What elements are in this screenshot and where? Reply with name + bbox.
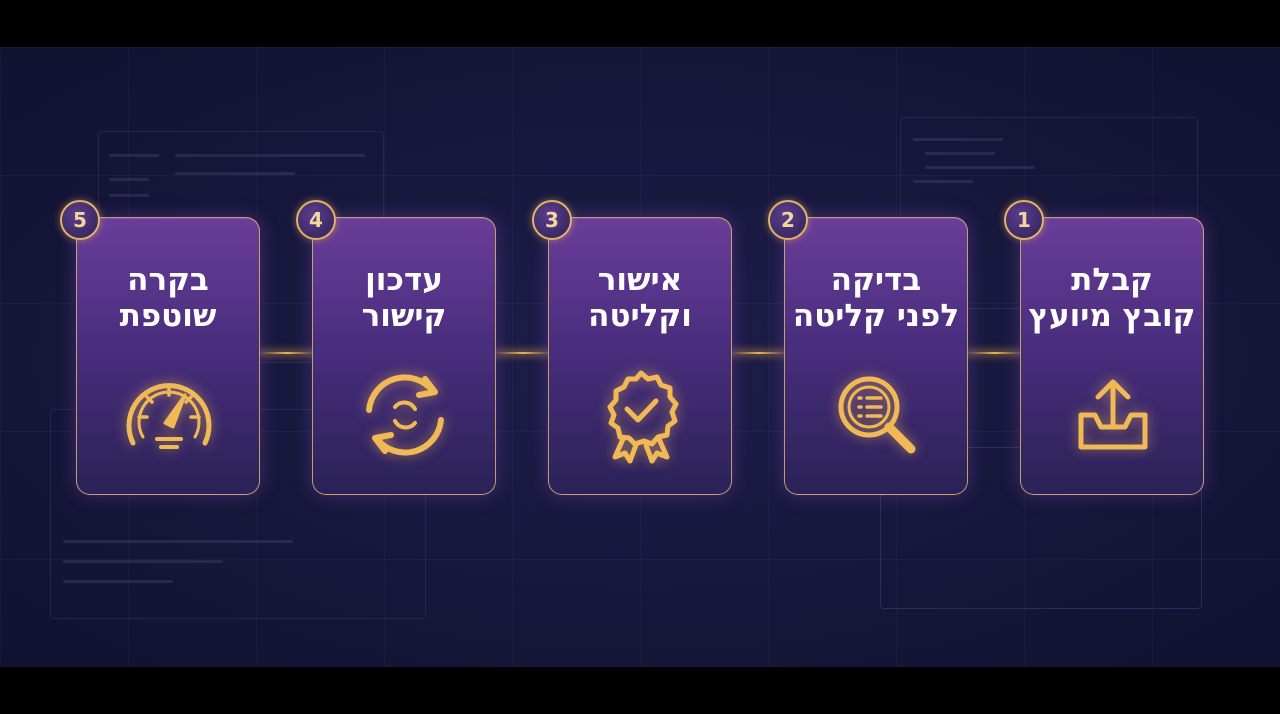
connector-3-4 [494,352,552,354]
speedometer-gauge-icon [119,365,219,465]
step-number-badge-5: 5 [60,200,100,240]
step-number-badge-1: 1 [1004,200,1044,240]
approval-badge-icon [591,365,691,465]
step-number-badge-2: 2 [768,200,808,240]
magnifier-list-icon [827,365,927,465]
sync-arrows-icon [355,365,455,465]
connector-1-2 [966,352,1024,354]
step-number-badge-4: 4 [296,200,336,240]
connector-4-5 [258,352,316,354]
connector-2-3 [730,352,788,354]
step-number-badge-3: 3 [532,200,572,240]
upload-tray-icon [1063,365,1163,465]
